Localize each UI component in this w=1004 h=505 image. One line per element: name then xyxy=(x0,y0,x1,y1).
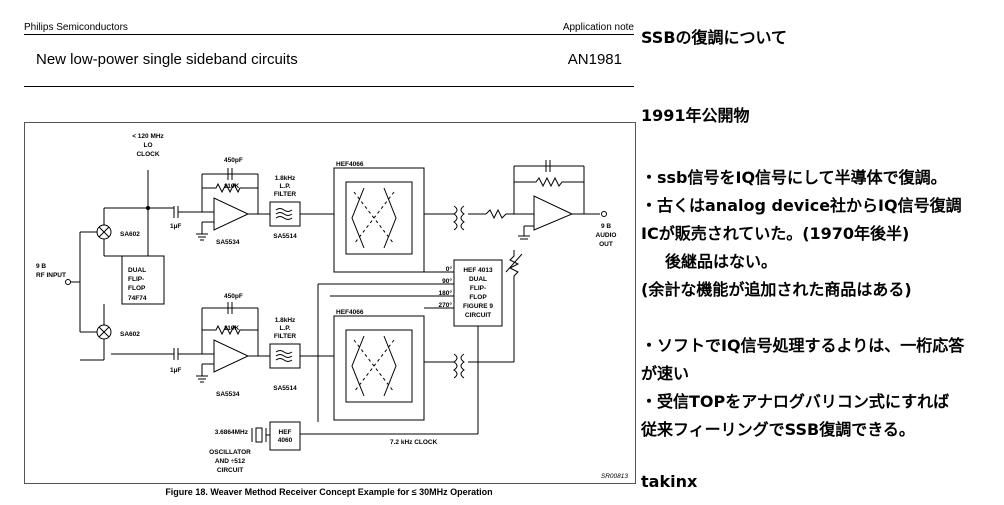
filter-top-label-2: L.P. xyxy=(279,183,290,190)
switch-block-bottom xyxy=(333,315,425,421)
opamp-output xyxy=(533,195,574,231)
opamp-top xyxy=(213,197,250,231)
variable-resistor xyxy=(508,250,520,362)
figure-caption: Figure 18. Weaver Method Receiver Concep… xyxy=(165,487,493,497)
phase-90-label: 90° xyxy=(442,277,452,285)
header-doc-number: AN1981 xyxy=(567,51,622,68)
cap-top-label: 450pF xyxy=(224,157,243,164)
transformer-top xyxy=(453,205,465,231)
header-rule-bottom xyxy=(24,86,634,87)
notes-line-8: が速い xyxy=(641,364,690,383)
osc-block-label-2: 4060 xyxy=(278,437,293,444)
header-company: Philips Semiconductors xyxy=(24,22,128,33)
notes-line-9: ・受信TOPをアナログバリコン式にすれば xyxy=(641,392,950,411)
osc-label-1: OSCILLATOR xyxy=(209,449,251,456)
phase-270-label: 270° xyxy=(439,301,453,309)
filter-bottom-label-1: 1.8kHz xyxy=(275,317,296,324)
phase-180-label: 180° xyxy=(439,289,453,297)
notes-line-4: ICが販売されていた。(1970年後半) xyxy=(641,224,910,243)
coupling-cap-bottom-label: 1µF xyxy=(170,367,181,374)
phase-0-label: 0° xyxy=(446,265,453,273)
clock-label: 7.2 kHz CLOCK xyxy=(390,439,438,446)
filter-part-top: SA5514 xyxy=(273,233,297,240)
res-feedback-out xyxy=(514,176,584,188)
schematic-diagram: < 120 MHz LO CLOCK 9 B RF INPUT SA602 SA… xyxy=(24,122,636,484)
crystal xyxy=(255,427,263,443)
transformer-bottom xyxy=(453,353,465,379)
res-feedback-top xyxy=(202,182,258,194)
coupling-cap-top-label: 1µF xyxy=(170,223,181,230)
filter-bottom xyxy=(269,343,301,369)
filter-bottom-label-2: L.P. xyxy=(279,325,290,332)
switch-block-top xyxy=(333,167,425,273)
lo-clock-label-2: LO xyxy=(143,142,152,149)
osc-label-2: AND ÷512 xyxy=(215,458,246,465)
header-rule-top xyxy=(24,34,634,35)
phase-block-label-1: HEF 4013 xyxy=(463,267,493,274)
phase-block-label-6: CIRCUIT xyxy=(465,312,491,319)
lo-clock-label-1: < 120 MHz xyxy=(132,133,164,140)
crystal-frequency: 3.6864MHz xyxy=(215,429,249,436)
osc-block-label-1: HEF xyxy=(279,429,292,436)
audio-out-terminal xyxy=(601,211,607,217)
audio-out-label-1: 9 B xyxy=(601,223,611,230)
notes-line-10: 従来フィーリングでSSB復調できる。 xyxy=(641,420,915,439)
res-feedback-bot xyxy=(202,324,258,336)
notes-author: takinx xyxy=(641,472,698,491)
mixer-top-label: SA602 xyxy=(120,231,140,238)
notes-line-5: 後継品はない。 xyxy=(665,252,778,271)
filter-top-label-1: 1.8kHz xyxy=(275,175,296,182)
notes-line-2: ・ssb信号をIQ信号にして半導体で復調。 xyxy=(641,168,947,187)
res-bottom-label: 110K xyxy=(224,325,239,332)
phase-block-label-2: DUAL xyxy=(469,276,487,283)
phase-block-label-3: FLIP- xyxy=(470,285,486,292)
opamp-bottom xyxy=(213,339,250,373)
switch-bottom-label: HEF4066 xyxy=(336,309,364,316)
flipflop-74f74 xyxy=(121,255,165,305)
filter-top-label-3: FILTER xyxy=(274,191,297,198)
audio-out-label-3: OUT xyxy=(599,241,613,248)
switch-top-label: HEF4066 xyxy=(336,161,364,168)
osc-label-3: CIRCUIT xyxy=(217,467,243,474)
header-title: New low-power single sideband circuits xyxy=(36,51,298,68)
audio-out-label-2: AUDIO xyxy=(596,232,617,239)
notes-title: SSBの復調について xyxy=(641,28,788,47)
mixer-bottom-label: SA602 xyxy=(120,331,140,338)
res-output-top xyxy=(485,208,522,220)
lo-clock-label-3: CLOCK xyxy=(136,151,159,158)
diagram-frame xyxy=(24,122,636,484)
notes-line-7: ・ソフトでIQ信号処理するよりは、一桁応答 xyxy=(641,336,965,355)
flipflop-label-3: FLOP xyxy=(128,285,146,292)
phase-block-label-4: FLOP xyxy=(469,294,487,301)
filter-part-bottom: SA5514 xyxy=(273,385,297,392)
cap-bottom-label: 450pF xyxy=(224,293,243,300)
filter-bottom-label-3: FILTER xyxy=(274,333,297,340)
flipflop-part: 74F74 xyxy=(128,295,147,302)
phase-block-label-5: FIGURE 9 xyxy=(463,303,493,310)
header-doc-type: Application note xyxy=(562,22,634,33)
opamp-bottom-label: SA5534 xyxy=(216,391,240,398)
notes-line-1: 1991年公開物 xyxy=(641,106,750,125)
flipflop-label-1: DUAL xyxy=(128,267,146,274)
rf-input-terminal xyxy=(65,279,71,285)
oscillator-hef4060 xyxy=(269,421,301,451)
rf-input-label-1: 9 B xyxy=(36,263,46,270)
flipflop-label-2: FLIP- xyxy=(128,276,144,283)
rf-input-label-2: RF INPUT xyxy=(36,272,66,279)
opamp-top-label: SA5534 xyxy=(216,239,240,246)
notes-line-6: (余計な機能が追加された商品はある) xyxy=(641,280,912,299)
res-top-label: 110K xyxy=(224,183,239,190)
filter-top xyxy=(269,201,301,227)
notes-line-3: ・古くはanalog device社からIQ信号復調 xyxy=(641,196,962,215)
ref-code: SR00813 xyxy=(601,473,628,480)
